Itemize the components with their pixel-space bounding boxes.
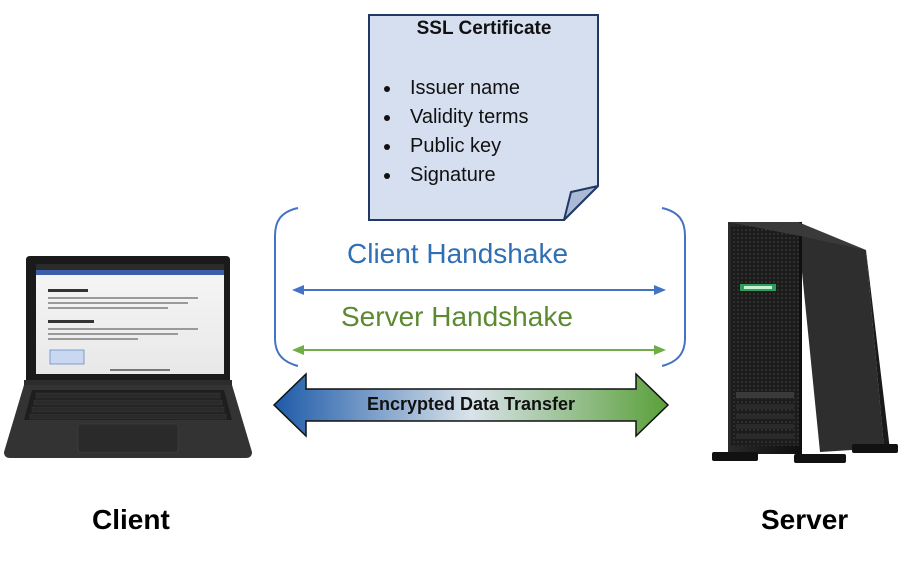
client-label: Client [92, 504, 170, 535]
client-handshake-label: Client Handshake [347, 238, 569, 269]
certificate-field-list: Issuer name Validity terms Public key Si… [384, 74, 529, 190]
certificate-field: Issuer name [384, 74, 529, 103]
laptop-icon [4, 256, 252, 458]
certificate-title: SSL Certificate [416, 18, 552, 39]
server-label: Server [761, 504, 849, 535]
client-handshake-arrow [292, 285, 666, 295]
handshake-bracket [274, 207, 686, 367]
encrypted-data-transfer-arrow [272, 372, 670, 438]
certificate-field: Public key [384, 132, 529, 161]
ssl-certificate-document [368, 14, 599, 221]
encrypted-data-transfer-label: Encrypted Data Transfer [366, 394, 576, 414]
certificate-field: Signature [384, 161, 529, 190]
tower-server-icon [712, 222, 898, 463]
server-handshake-label: Server Handshake [341, 301, 573, 332]
certificate-field: Validity terms [384, 103, 529, 132]
server-handshake-arrow [292, 345, 666, 355]
